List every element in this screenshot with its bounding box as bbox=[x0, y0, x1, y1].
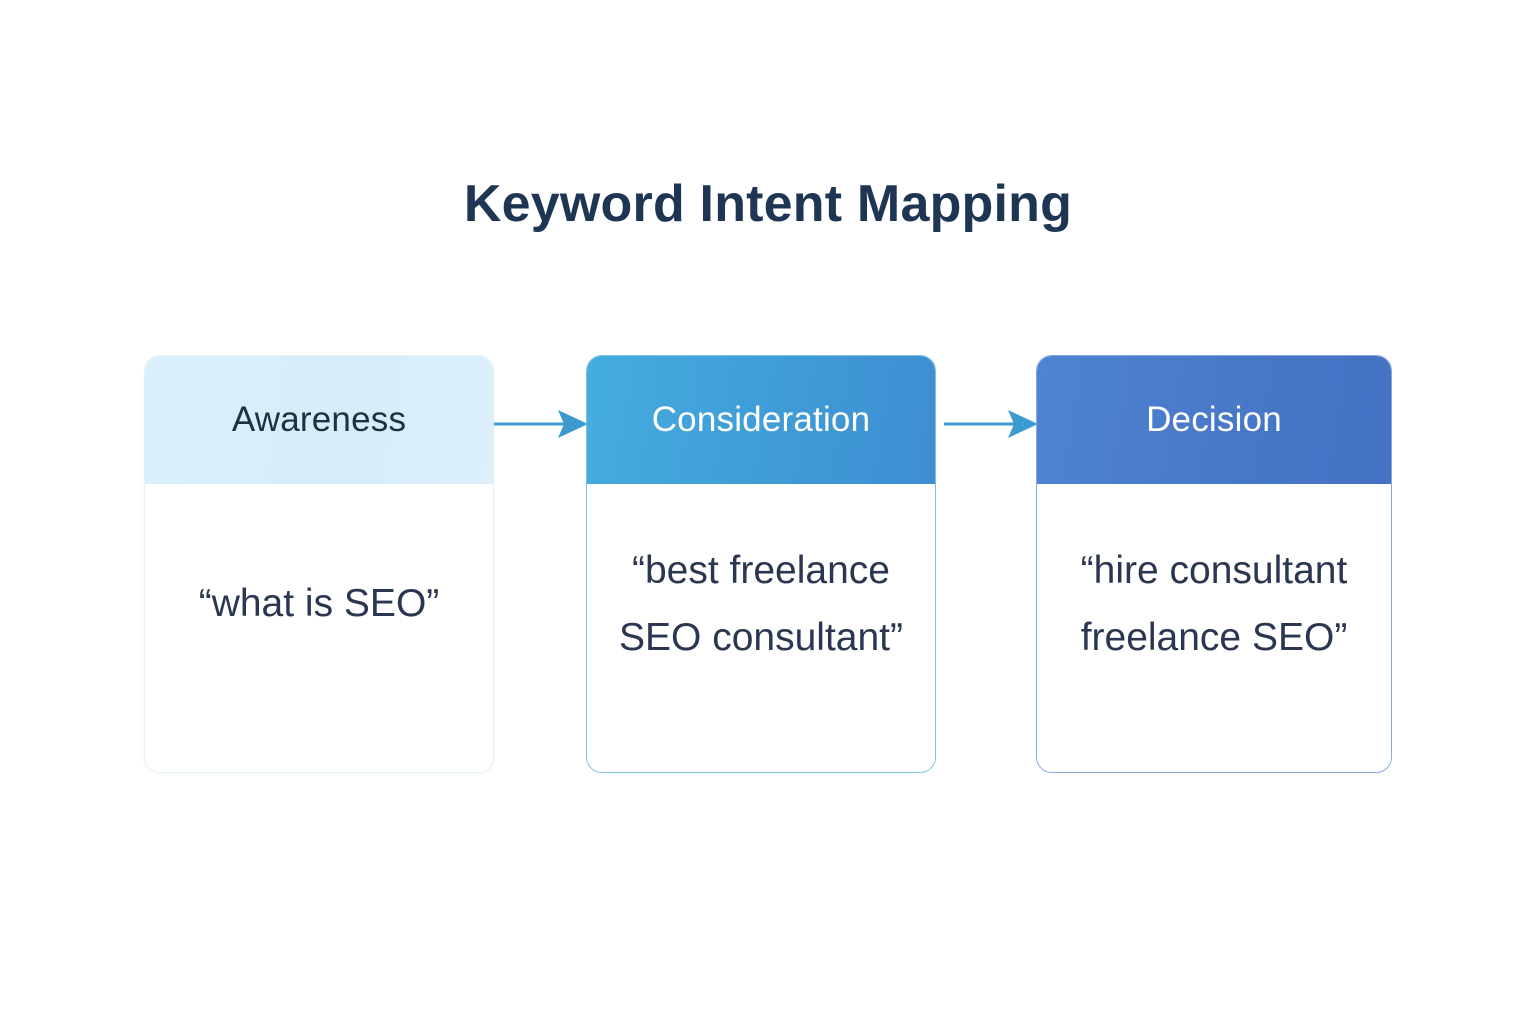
stage-keyword-decision: “hire consultant freelance SEO” bbox=[1080, 548, 1348, 659]
arrow-right-icon bbox=[944, 410, 1038, 438]
stage-label-decision: Decision bbox=[1146, 400, 1282, 439]
stage-card-awareness[interactable]: Awareness “what is SEO” bbox=[144, 355, 494, 773]
stage-body-decision: “hire consultant freelance SEO” bbox=[1037, 484, 1391, 772]
stage-keyword-consideration: “best freelance SEO consultant” bbox=[619, 548, 903, 659]
stage-keyword-awareness: “what is SEO” bbox=[198, 582, 440, 626]
stage-card-consideration[interactable]: Consideration “best freelance SEO consul… bbox=[586, 355, 936, 773]
arrow-awareness-to-consideration bbox=[494, 404, 588, 444]
arrow-consideration-to-decision bbox=[944, 404, 1038, 444]
stage-header-consideration: Consideration bbox=[587, 356, 935, 484]
stage-header-awareness: Awareness bbox=[145, 356, 493, 484]
stage-label-consideration: Consideration bbox=[651, 400, 871, 439]
stage-label-awareness: Awareness bbox=[231, 400, 407, 439]
stage-body-awareness: “what is SEO” bbox=[145, 484, 493, 772]
stage-body-consideration: “best freelance SEO consultant” bbox=[587, 484, 935, 772]
stage-header-decision: Decision bbox=[1037, 356, 1391, 484]
page-title: Keyword Intent Mapping bbox=[463, 175, 1073, 233]
arrow-right-icon bbox=[494, 410, 588, 438]
stage-card-decision[interactable]: Decision “hire consultant freelance SEO” bbox=[1036, 355, 1392, 773]
